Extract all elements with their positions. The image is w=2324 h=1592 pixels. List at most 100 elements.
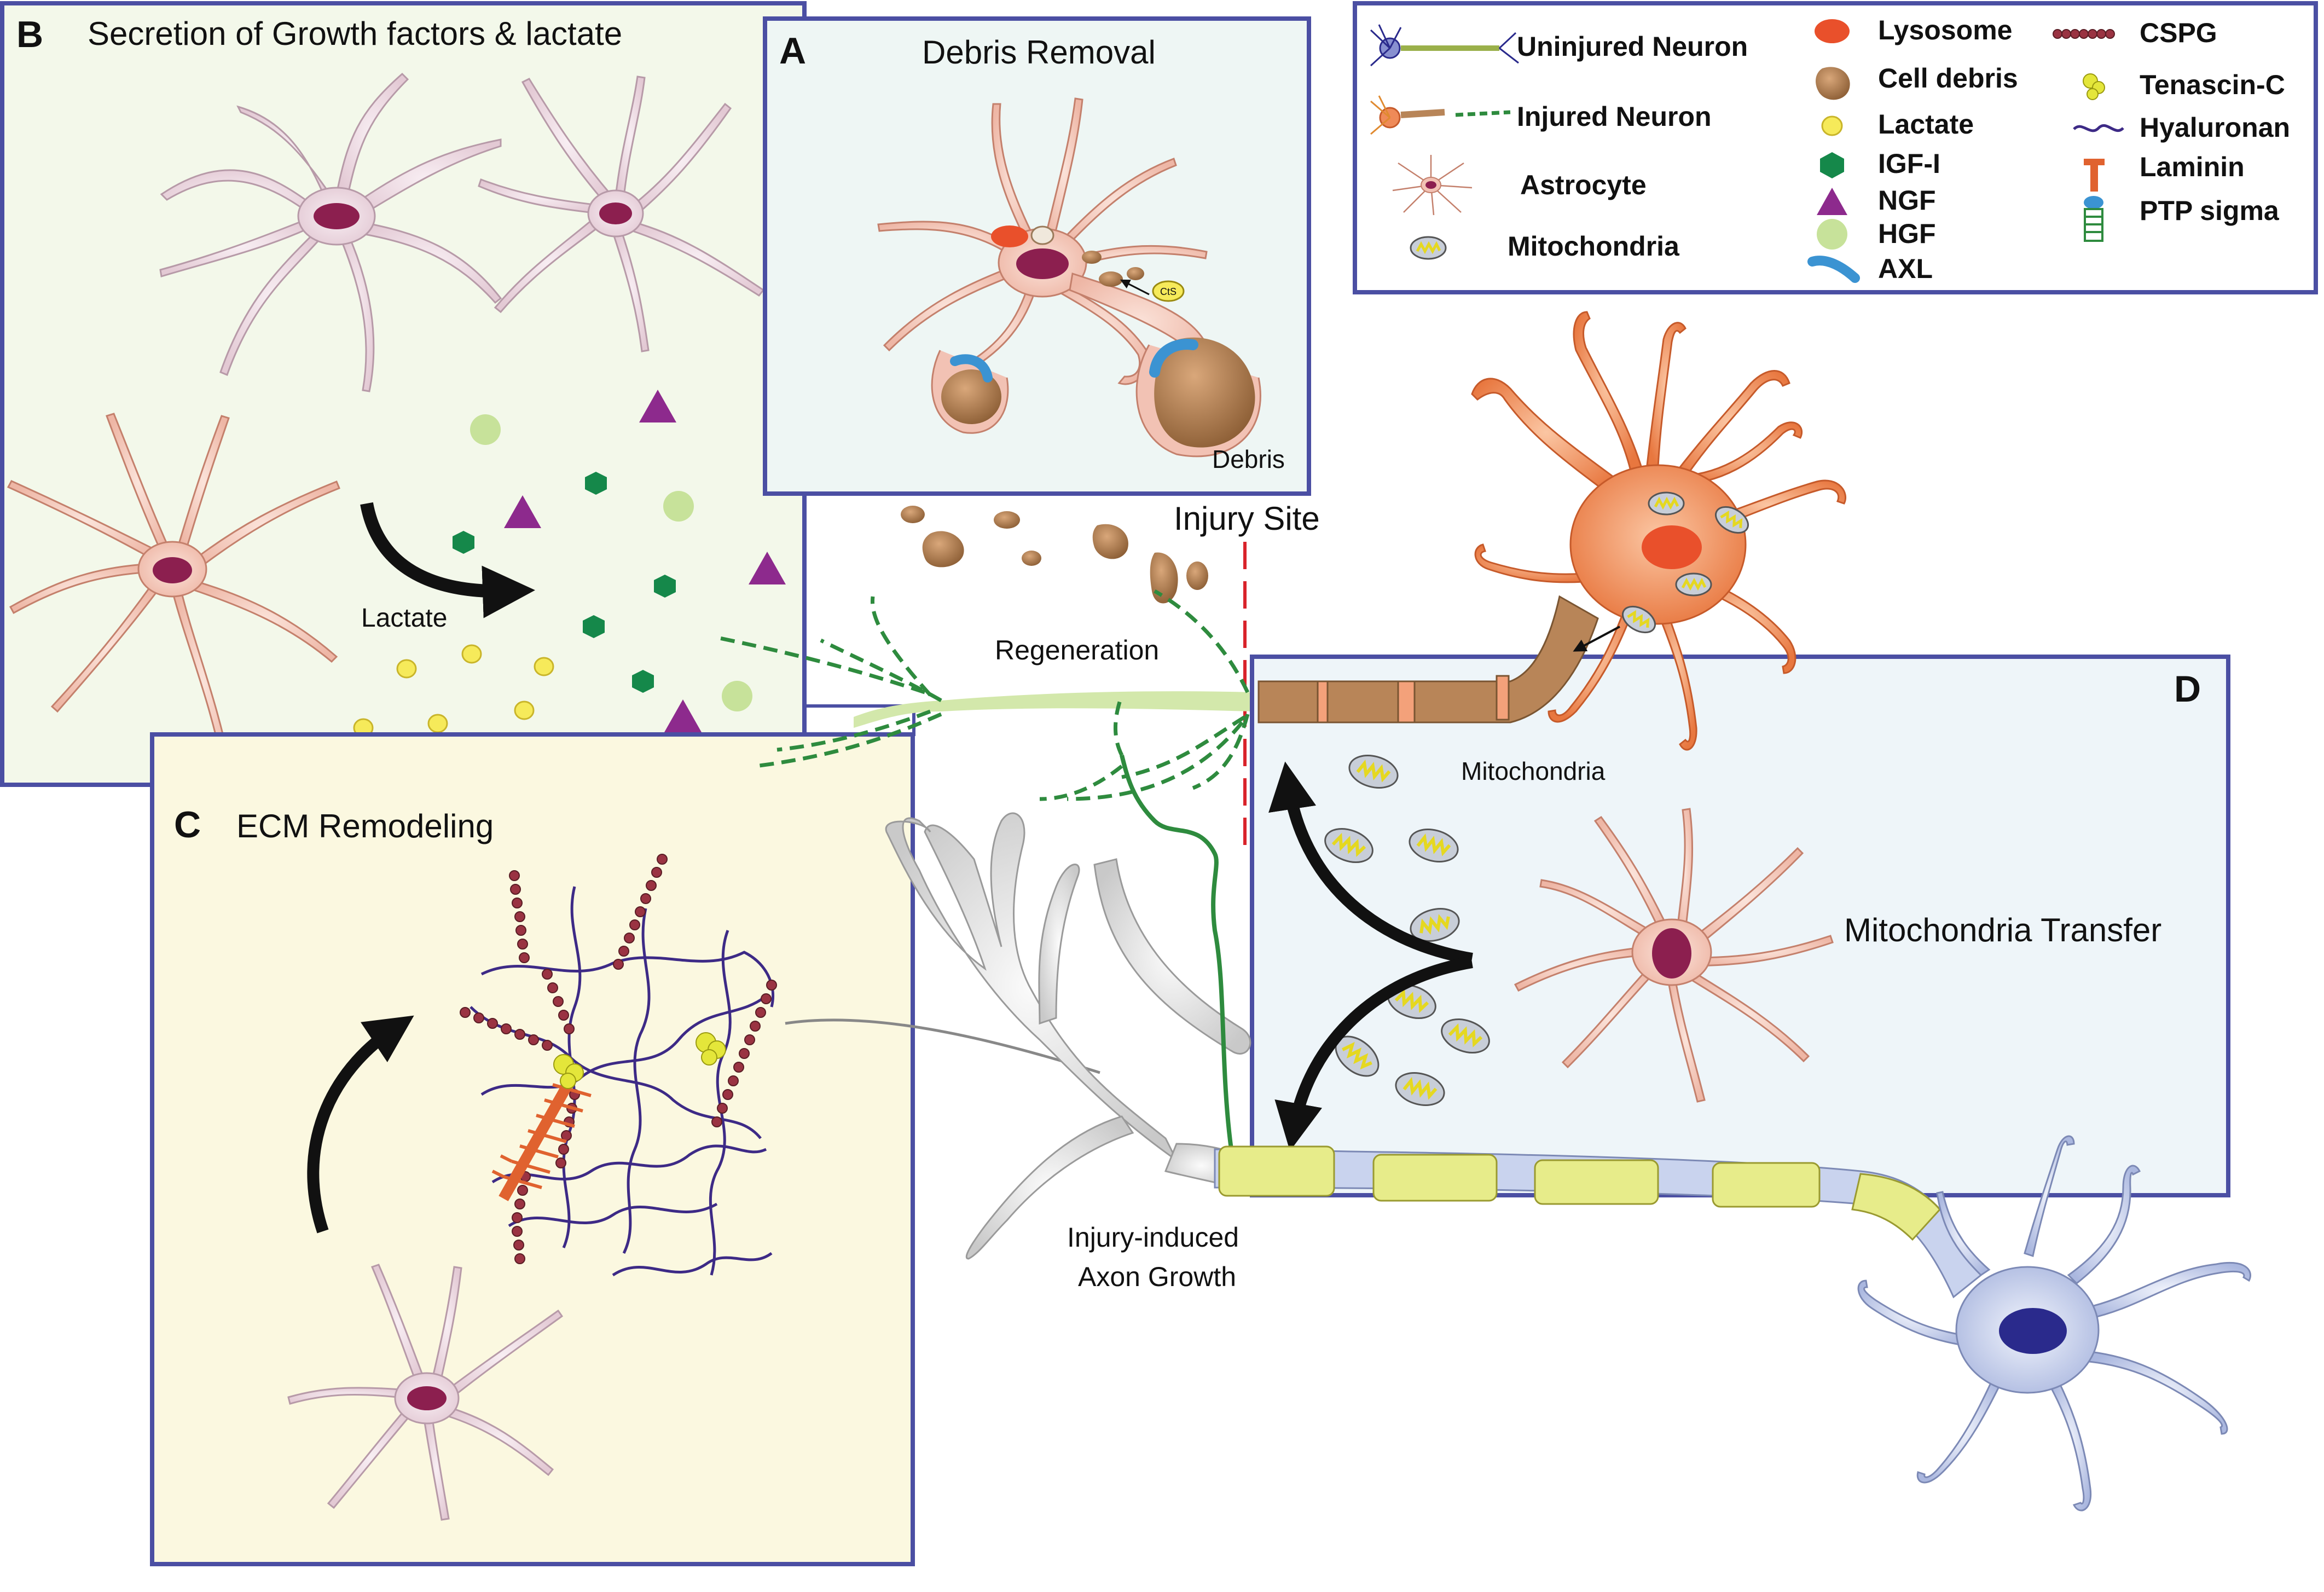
ecm-arrow — [307, 1015, 414, 1234]
regeneration-growth-cone: Regeneration — [716, 589, 1253, 801]
debris-label: Debris — [1212, 445, 1285, 473]
axl-receptor — [950, 354, 993, 383]
uninjured-nucleus — [1999, 1308, 2067, 1354]
myelin-sheaths — [1218, 1145, 1942, 1241]
uninjured-neuron — [1214, 1135, 2251, 1512]
panel-d: D Mitochondria Transfer Mitochondria — [1250, 655, 2230, 1197]
astrocyte-b2 — [478, 76, 765, 352]
legend-hyaluronan: Hyaluronan — [2140, 112, 2290, 143]
legend-laminin-icon — [2084, 159, 2105, 192]
panel-c-letter: C — [174, 804, 201, 846]
panel-b-frame — [0, 1, 807, 787]
ngf-particles — [504, 390, 786, 732]
legend-ptp-sigma: PTP sigma — [2140, 195, 2280, 226]
axl-receptor — [1149, 339, 1198, 378]
injured-neuron — [1257, 311, 1846, 751]
panel-c-connector — [785, 1018, 1100, 1074]
transfer-arrow-down — [1274, 956, 1473, 1151]
transfer-arrow-up — [1268, 761, 1473, 965]
hgf-particles — [470, 414, 752, 711]
panel-a-letter: A — [779, 30, 806, 72]
regeneration-label: Regeneration — [995, 635, 1159, 665]
laminin — [491, 1070, 592, 1201]
legend-lysosome: Lysosome — [1878, 15, 2012, 45]
nucleus — [1652, 928, 1691, 979]
nucleus — [314, 203, 360, 229]
nucleus — [153, 557, 192, 583]
sprouting-tips — [1039, 694, 1124, 801]
nucleus — [407, 1386, 447, 1410]
injured-axon — [1257, 595, 1599, 723]
panel-b-title: Secretion of Growth factors & lactate — [88, 15, 622, 52]
sprouting-axon — [1120, 755, 1233, 1150]
injured-axon-nodes — [1317, 675, 1510, 723]
legend-igf: IGF-I — [1878, 148, 1940, 179]
legend-lactate: Lactate — [1878, 109, 1974, 140]
legend-cell-debris: Cell debris — [1878, 63, 2018, 94]
legend-ngf: NGF — [1878, 185, 1936, 216]
panel-c: C ECM Remodeling — [150, 732, 915, 1566]
panel-a-title: Debris Removal — [922, 34, 1156, 71]
legend-uninjured-neuron-icon — [1370, 24, 1519, 67]
lactate-arrow — [360, 502, 535, 618]
legend-astrocyte: Astrocyte — [1520, 170, 1647, 200]
mitochondria-label: Mitochondria — [1461, 757, 1606, 785]
injured-neuron-mitochondria — [1622, 491, 1749, 634]
legend-lysosome-icon — [1815, 19, 1850, 43]
debris-engulfed-left — [931, 350, 1009, 434]
mitochondria-group — [1324, 755, 1490, 1106]
legend: Uninjured Neuron Injured Neuron Astrocyt… — [1353, 1, 2318, 294]
cts-enzyme — [1152, 280, 1185, 302]
mito-transport-arrow — [1573, 626, 1620, 652]
astrocyte-c — [287, 1264, 564, 1521]
legend-hyaluronan-icon — [2073, 124, 2124, 132]
debris-engulfed-right — [1135, 337, 1261, 458]
panel-d-title: Mitochondria Transfer — [1844, 912, 2161, 948]
nucleus — [1016, 248, 1069, 279]
legend-cspg: CSPG — [2140, 18, 2217, 48]
nucleus — [599, 202, 632, 224]
panel-a: A Debris Removal CtS — [763, 16, 1311, 496]
legend-ngf-icon — [1817, 188, 1847, 215]
axon-growth-label-1: Injury-induced — [1067, 1222, 1239, 1253]
legend-cspg-icon — [2053, 29, 2115, 39]
legend-astrocyte-icon — [1392, 155, 1473, 216]
panel-d-letter: D — [2174, 668, 2201, 710]
lysosome — [991, 225, 1028, 247]
phagosome — [1030, 225, 1054, 245]
debris-small-a — [1082, 251, 1144, 287]
legend-hgf: HGF — [1878, 218, 1936, 249]
cts-label: CtS — [1160, 286, 1177, 297]
astrocyte-b1 — [159, 72, 502, 392]
panel-c-title: ECM Remodeling — [236, 808, 494, 844]
tenascin-c — [553, 1032, 726, 1089]
legend-injured-neuron-icon — [1370, 95, 1511, 135]
legend-axl: AXL — [1878, 253, 1933, 284]
astrocyte-d — [1514, 808, 1834, 1103]
legend-mitochondria-icon — [1410, 236, 1447, 260]
legend-lactate-icon — [1821, 115, 1843, 136]
legend-igf-icon — [1820, 152, 1844, 178]
legend-uninjured-neuron: Uninjured Neuron — [1517, 31, 1748, 62]
cts-arrow — [1120, 279, 1150, 296]
cspg-chains — [460, 854, 777, 1264]
legend-injured-neuron: Injured Neuron — [1517, 101, 1712, 132]
axon-growth-label-2: Axon Growth — [1078, 1261, 1236, 1292]
legend-mitochondria: Mitochondria — [1508, 231, 1680, 262]
injured-nucleus — [1642, 525, 1702, 569]
legend-axl-icon — [1807, 256, 1860, 283]
loose-debris — [901, 506, 1208, 604]
legend-tenascin-icon — [2083, 73, 2105, 100]
legend-cell-debris-icon — [1816, 67, 1850, 100]
igf-particles — [453, 472, 676, 693]
panel-b-letter: B — [16, 14, 43, 55]
astrocyte-b3 — [7, 413, 340, 779]
legend-tenascin: Tenascin-C — [2140, 70, 2285, 100]
gray-neuron: Injury-induced Axon Growth — [885, 694, 1251, 1292]
legend-ptp-sigma-icon — [2084, 196, 2103, 242]
legend-hgf-icon — [1817, 219, 1847, 250]
panel-b: B Secretion of Growth factors & lactate — [0, 1, 807, 787]
legend-laminin: Laminin — [2140, 152, 2245, 182]
lactate-label: Lactate — [361, 604, 447, 633]
